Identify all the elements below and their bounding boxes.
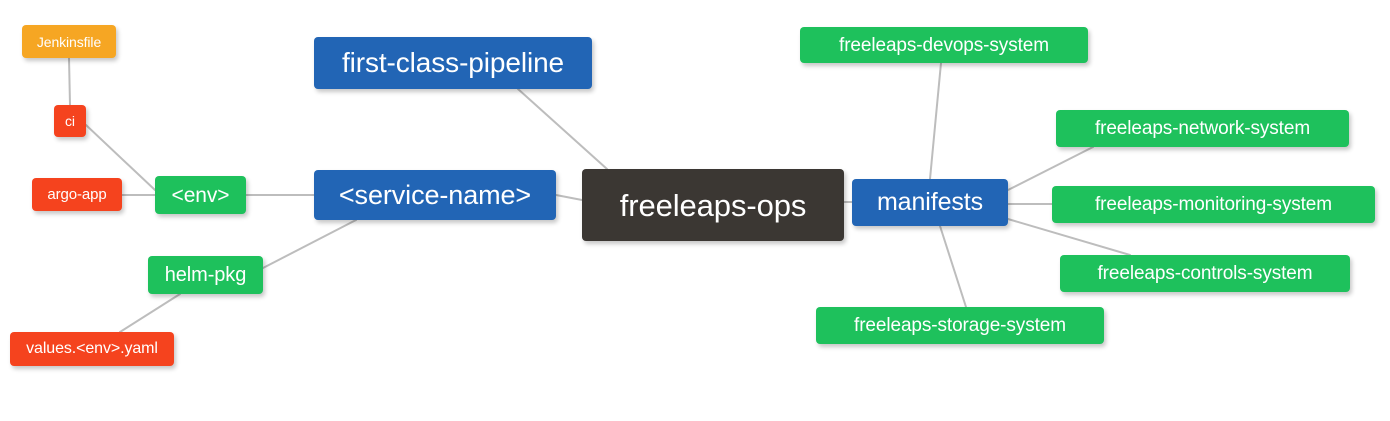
edge-jenkinsfile-to-ci bbox=[68, 57, 71, 106]
edge-manifests-to-controls-system bbox=[1007, 218, 1131, 256]
node-service-name[interactable]: <service-name> bbox=[314, 170, 556, 220]
node-controls-system[interactable]: freeleaps-controls-system bbox=[1060, 255, 1350, 292]
edge-first-class-pipeline-to-freeleaps-ops bbox=[517, 88, 608, 170]
node-monitoring-system[interactable]: freeleaps-monitoring-system bbox=[1052, 186, 1375, 223]
edge-service-name-to-freeleaps-ops bbox=[555, 194, 583, 201]
node-jenkinsfile[interactable]: Jenkinsfile bbox=[22, 25, 116, 58]
node-manifests[interactable]: manifests bbox=[852, 179, 1008, 226]
node-ci[interactable]: ci bbox=[54, 105, 86, 137]
node-storage-system[interactable]: freeleaps-storage-system bbox=[816, 307, 1104, 344]
node-network-system[interactable]: freeleaps-network-system bbox=[1056, 110, 1349, 147]
edge-manifests-to-network-system bbox=[1007, 146, 1094, 191]
node-devops-system[interactable]: freeleaps-devops-system bbox=[800, 27, 1088, 63]
node-env[interactable]: <env> bbox=[155, 176, 246, 214]
edge-service-name-to-helm-pkg bbox=[262, 219, 357, 269]
edge-manifests-to-devops-system bbox=[929, 62, 942, 180]
edge-helm-pkg-to-values-yaml bbox=[119, 293, 181, 333]
node-helm-pkg[interactable]: helm-pkg bbox=[148, 256, 263, 294]
node-argo-app[interactable]: argo-app bbox=[32, 178, 122, 211]
edge-manifests-to-storage-system bbox=[939, 225, 967, 308]
node-values-yaml[interactable]: values.<env>.yaml bbox=[10, 332, 174, 366]
node-first-class-pipeline[interactable]: first-class-pipeline bbox=[314, 37, 592, 89]
node-freeleaps-ops[interactable]: freeleaps-ops bbox=[582, 169, 844, 241]
edge-ci-to-env bbox=[85, 124, 156, 191]
